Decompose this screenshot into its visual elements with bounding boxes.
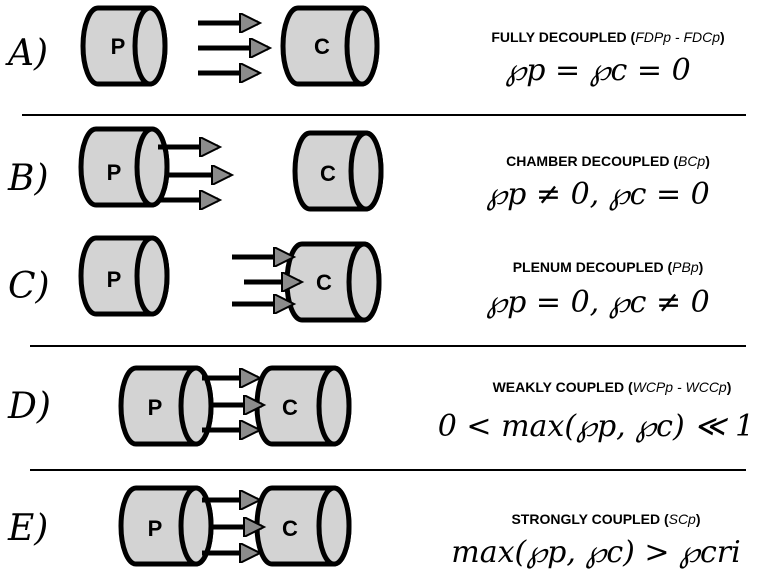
- row-b: B) P C CHAMBER DECOUPLED (BCp) ℘p ≠ 0, ℘…: [7, 126, 710, 212]
- case-label: A): [5, 33, 48, 74]
- regime-formula: max(℘p, ℘c) > ℘cri: [451, 535, 740, 570]
- plenum-label: P: [107, 267, 122, 292]
- plenum-cylinder: [118, 485, 214, 567]
- plenum-cylinder: [78, 235, 170, 317]
- plenum-label: P: [148, 516, 163, 541]
- plenum-label: P: [107, 160, 122, 185]
- plenum-cylinder: [118, 365, 214, 447]
- chamber-cylinder: [292, 130, 384, 212]
- chamber-label: C: [314, 34, 330, 59]
- plenum-label: P: [148, 395, 163, 420]
- case-label: E): [7, 508, 48, 549]
- regime-formula: ℘p = 0, ℘c ≠ 0: [486, 285, 710, 320]
- chamber-cylinder: [280, 5, 380, 87]
- plenum-cylinder: [78, 126, 170, 208]
- regime-title: FULLY DECOUPLED (FDPp - FDCp): [491, 29, 724, 45]
- chamber-label: C: [316, 270, 332, 295]
- regime-title: WEAKLY COUPLED (WCPp - WCCp): [493, 379, 732, 395]
- regime-formula: 0 < max(℘p, ℘c) ≪ 1: [438, 409, 754, 444]
- row-c: C) P C PLENUM DECOUPLED (PBp) ℘p = 0, ℘c…: [8, 235, 710, 323]
- row-a: A) P C FULLY DECOUPLED (FDPp - FDCp) ℘p …: [5, 5, 725, 88]
- chamber-label: C: [282, 516, 298, 541]
- row-d: D) P C WEAKLY COUPLED (WCPp - WCCp) 0 < …: [7, 365, 754, 447]
- case-label: B): [7, 158, 49, 199]
- plenum-cylinder: [80, 5, 168, 87]
- chamber-label: C: [320, 161, 336, 186]
- chamber-cylinder: [254, 485, 352, 567]
- regime-formula: ℘p ≠ 0, ℘c = 0: [486, 177, 710, 212]
- regime-title: STRONGLY COUPLED (SCp): [511, 511, 700, 527]
- regime-formula: ℘p = ℘c = 0: [505, 53, 690, 88]
- chamber-cylinder: [284, 241, 382, 323]
- regime-title: PLENUM DECOUPLED (PBp): [513, 259, 704, 275]
- case-label: D): [7, 386, 51, 427]
- plenum-label: P: [111, 34, 126, 59]
- chamber-label: C: [282, 395, 298, 420]
- chamber-cylinder: [254, 365, 352, 447]
- regime-title: CHAMBER DECOUPLED (BCp): [506, 153, 710, 169]
- row-e: E) P C STRONGLY COUPLED (SCp) max(℘p, ℘c…: [7, 485, 741, 570]
- case-label: C): [8, 266, 50, 307]
